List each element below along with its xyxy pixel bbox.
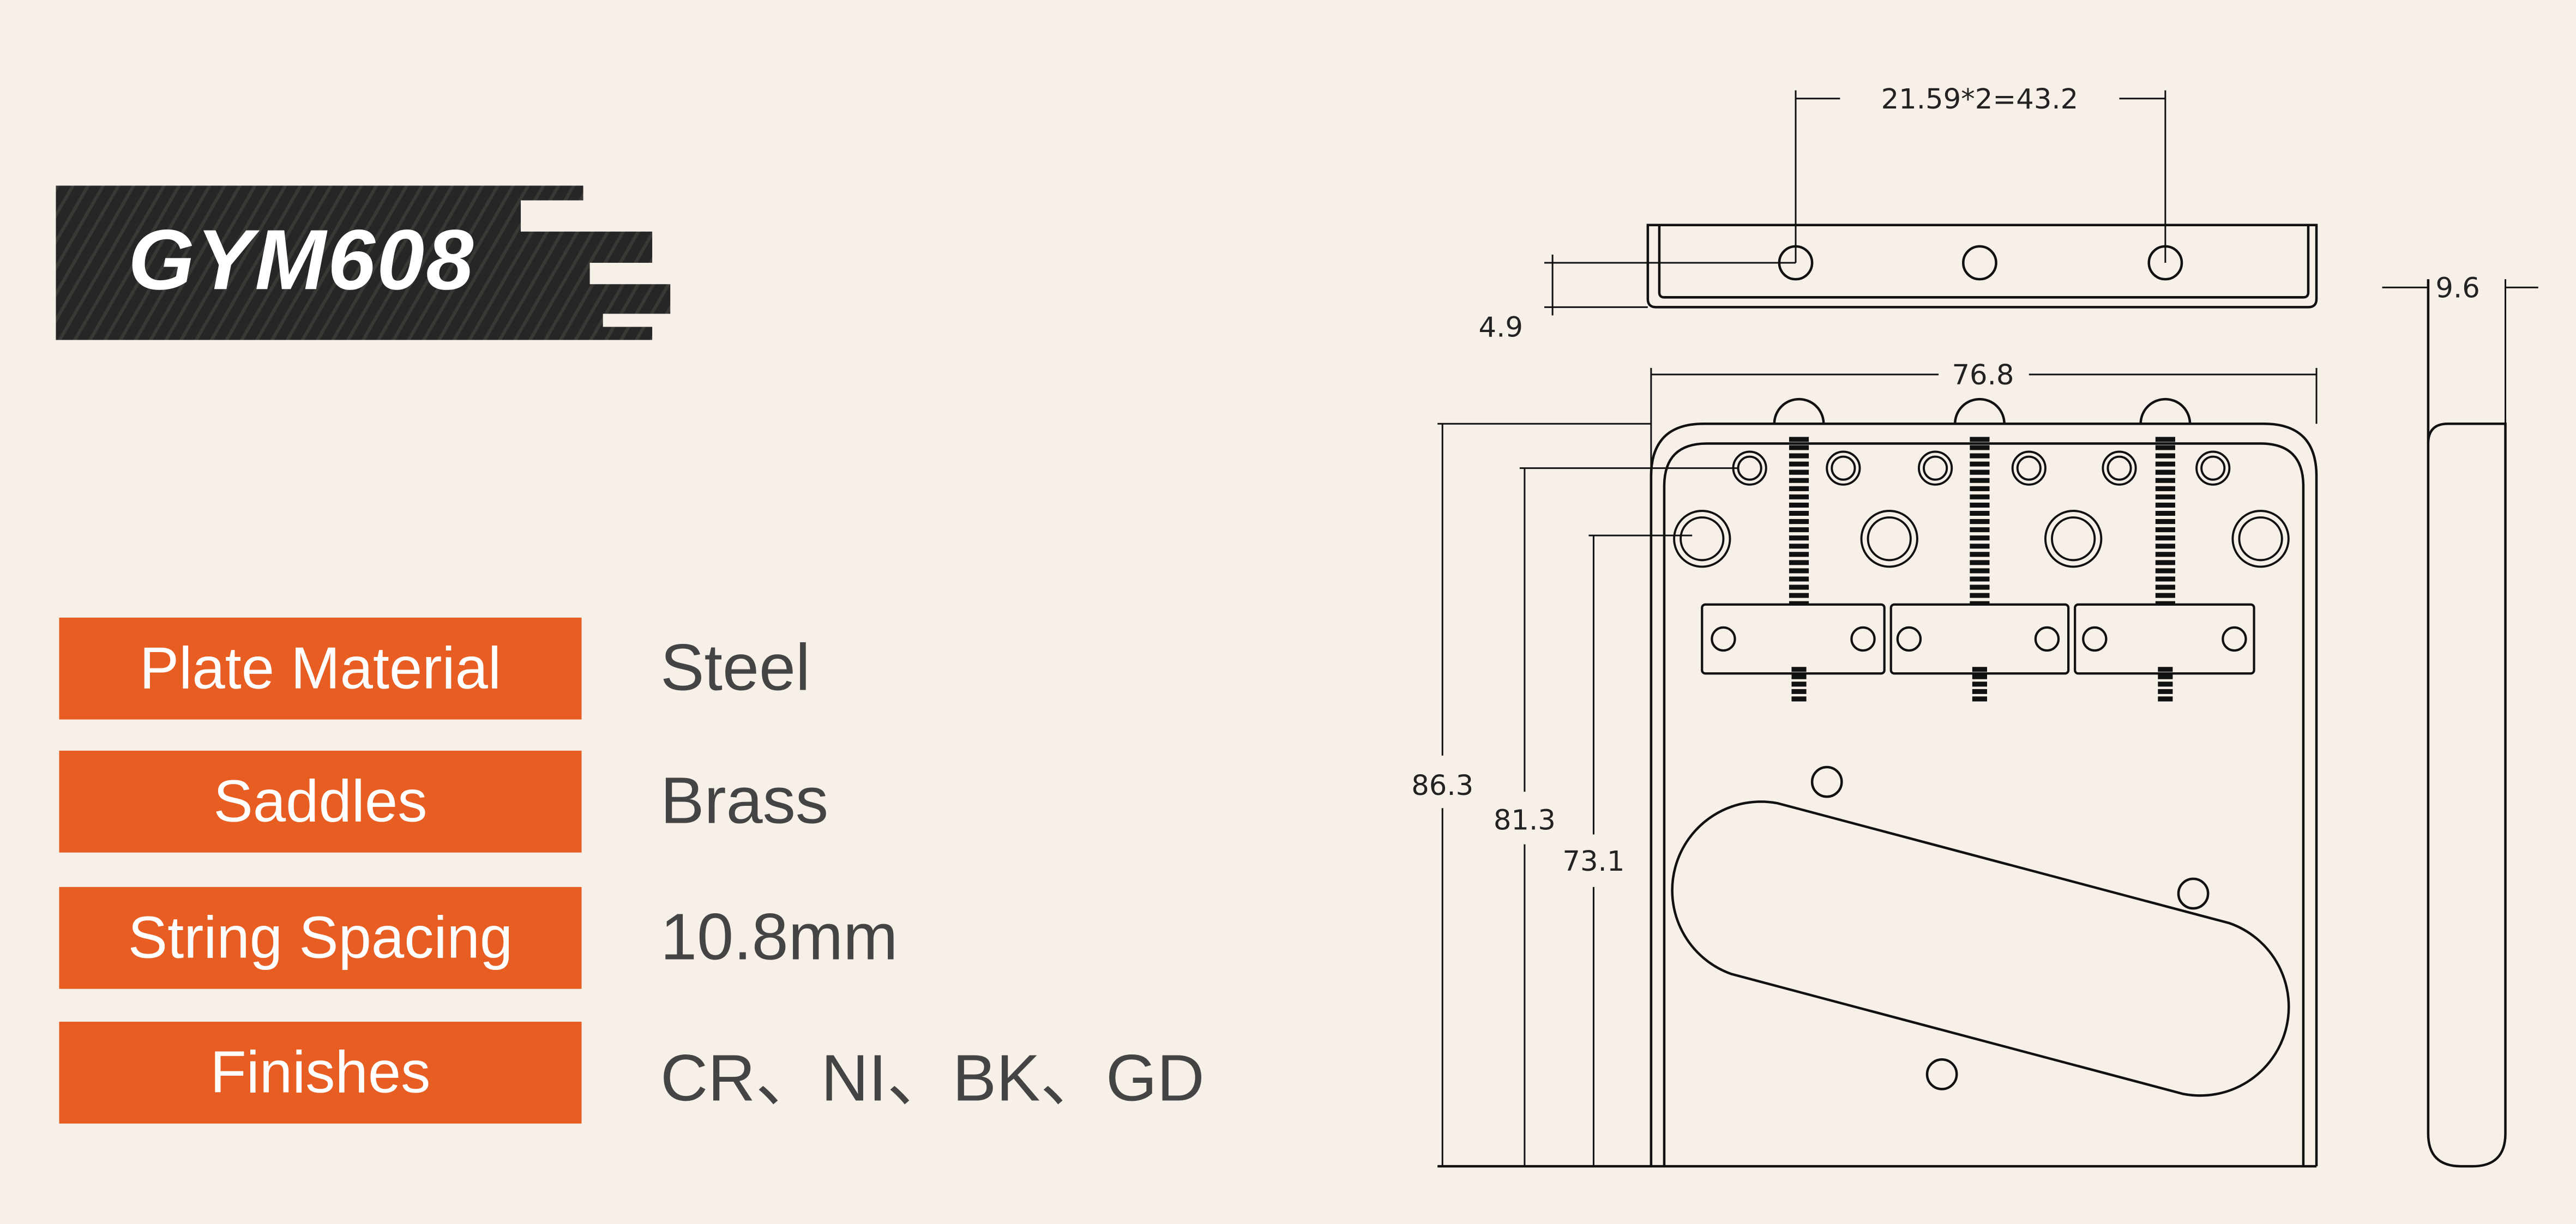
bridge-plate [1437,397,2318,1168]
dim-width: 76.8 [1952,359,2014,391]
side-view [2382,279,2538,1168]
dim-small-hole-length: 81.3 [1494,804,1556,836]
spec-value-string-spacing: 10.8mm [660,901,898,974]
dim-total-length: 86.3 [1411,769,1473,802]
spec-value-plate-material: Steel [660,631,810,704]
pickup-slot [1671,800,2290,1097]
dim-side-height: 9.6 [2435,272,2479,304]
spec-label-plate-material: Plate Material [59,617,582,720]
spec-value-saddles: Brass [660,764,829,837]
saddles [1701,603,2255,675]
spec-value-finishes: CR、NI、BK、GD [660,1043,1205,1116]
dim-hole-spacing: 21.59*2=43.2 [1881,83,2079,116]
spec-label-saddles: Saddles [59,750,582,853]
logo-badge [56,185,671,340]
intonation-springs [1789,437,2175,605]
dim-large-hole-length: 73.1 [1562,845,1624,878]
dim-top-thickness: 4.9 [1479,311,1523,344]
spec-label-finishes: Finishes [59,1021,582,1124]
model-name: GYM608 [128,213,476,309]
spec-label-string-spacing: String Spacing [59,887,582,989]
top-view [1544,90,2318,316]
